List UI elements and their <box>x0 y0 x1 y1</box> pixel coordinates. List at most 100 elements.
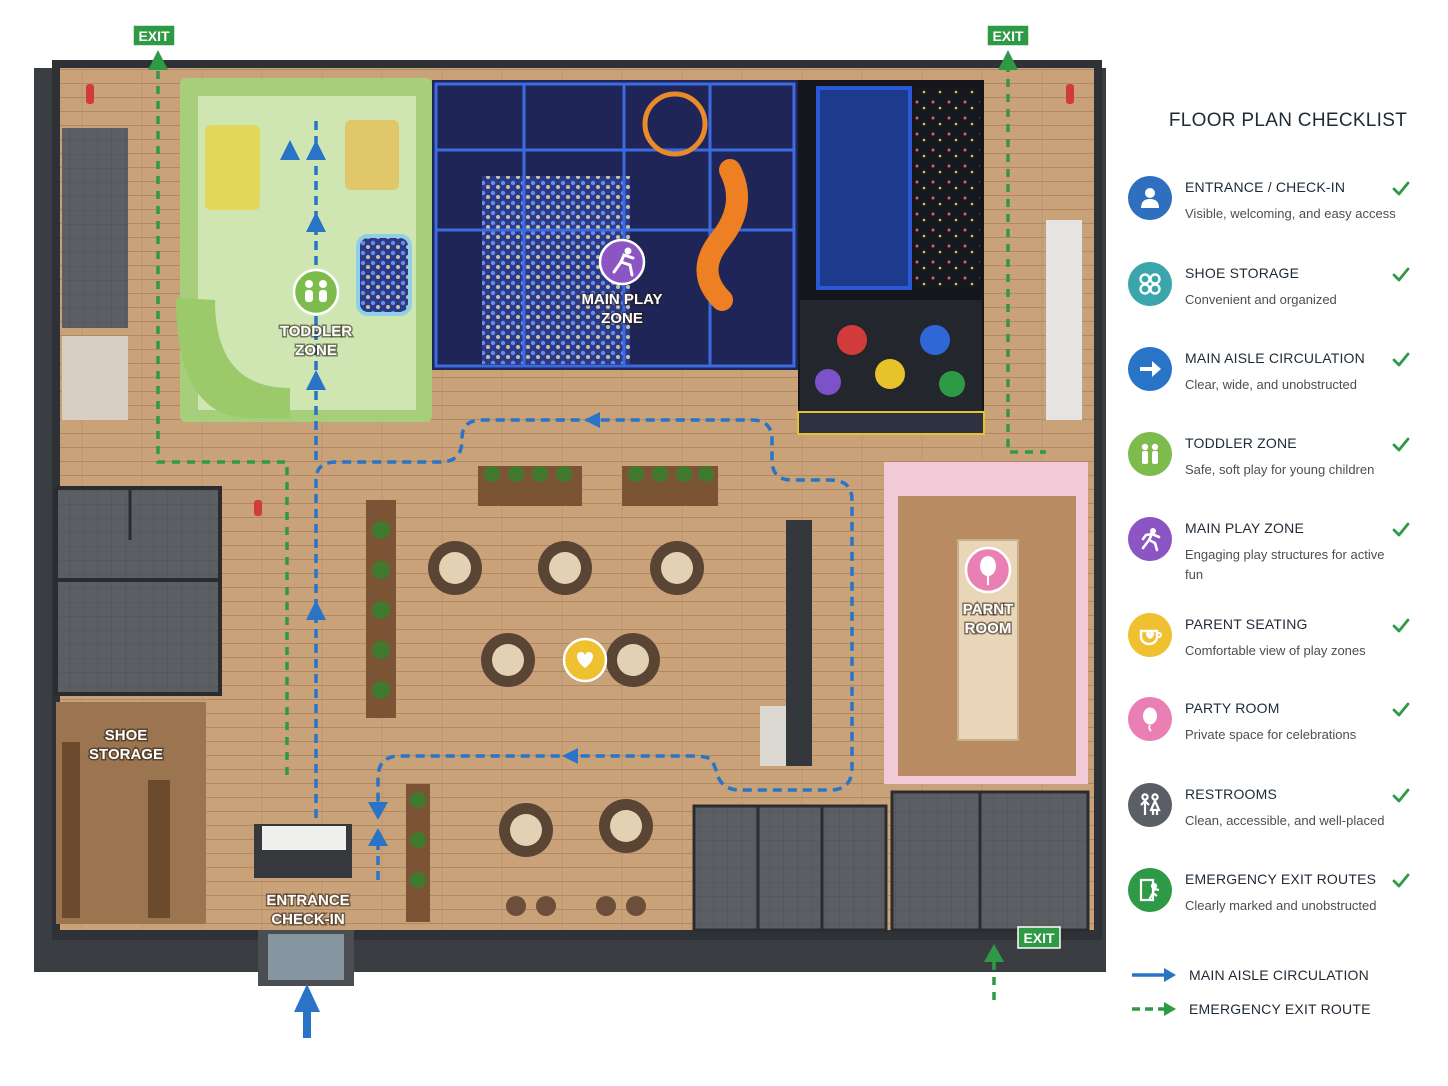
main-play-zone-badge-icon <box>598 238 646 286</box>
checklist-item: RESTROOMS Clean, accessible, and well-pla… <box>1128 783 1428 853</box>
shoe-storage-room <box>56 702 206 924</box>
restrooms-bottom <box>694 806 886 930</box>
legend-item: EMERGENCY EXIT ROUTE <box>1130 998 1430 1022</box>
bumper-car <box>837 325 867 355</box>
rope-net-ring <box>642 91 708 157</box>
arrow-right-icon <box>1128 347 1172 391</box>
emergency-exit-route <box>156 64 1046 1000</box>
legend-item: MAIN AISLE CIRCULATION <box>1130 964 1430 988</box>
checklist-item-description: Comfortable view of play zones <box>1185 643 1366 658</box>
checklist-item-name: EMERGENCY EXIT ROUTES <box>1185 871 1377 887</box>
floor-plan-checklist: FLOOR PLAN CHECKLIST ENTRANCE / CHECK-IN… <box>1120 0 1448 1086</box>
entrance-label: CHECK-IN <box>271 911 344 928</box>
checkmark-icon <box>1390 434 1412 456</box>
janitor-closet <box>62 336 128 420</box>
checkmark-icon <box>1390 519 1412 541</box>
checklist-item-description: Clean, accessible, and well-placed <box>1185 813 1385 828</box>
checklist-item-description: Clearly marked and unobstructed <box>1185 898 1377 913</box>
checklist-item-name: ENTRANCE / CHECK-IN <box>1185 179 1346 195</box>
checklist-item-name: TODDLER ZONE <box>1185 435 1297 451</box>
tube-slide <box>696 159 748 311</box>
checklist-item: SHOE STORAGE Convenient and organized <box>1128 262 1428 332</box>
entrance-label: ENTRANCE <box>266 892 349 909</box>
checkmark-icon <box>1390 785 1412 807</box>
floor-plan: TODDLER ZONE MAIN PLAY ZONE PARNT ROOM S… <box>34 24 1106 1038</box>
checklist-item-name: PARENT SEATING <box>1185 616 1308 632</box>
bumper-car <box>939 371 965 397</box>
snack-bar-end <box>760 706 786 766</box>
svg-text:EXIT: EXIT <box>1023 930 1055 946</box>
shoe-rack-icon <box>1128 262 1172 306</box>
svg-text:EXIT: EXIT <box>992 28 1024 44</box>
checkmark-icon <box>1390 178 1412 200</box>
checklist-item: TODDLER ZONE Safe, soft play for young ch… <box>1128 432 1428 502</box>
toddler-zone-badge-icon <box>292 268 340 316</box>
climbing-wall <box>914 88 980 288</box>
restroom-stalls-left-top <box>62 128 128 328</box>
dashed-arrow-icon <box>1132 1002 1176 1016</box>
snack-bar-counter <box>786 520 812 766</box>
shoe-storage-label: STORAGE <box>89 746 163 763</box>
toddler-slide <box>205 125 260 210</box>
checklist-item-name: RESTROOMS <box>1185 786 1278 802</box>
fire-extinguisher-icon <box>1066 84 1074 104</box>
legend-label: MAIN AISLE CIRCULATION <box>1189 967 1369 983</box>
checklist-item-description: Engaging play structures for active fun <box>1185 547 1385 582</box>
right-counter <box>1046 220 1082 420</box>
heart-cup-icon <box>1128 613 1172 657</box>
checklist-item: ENTRANCE / CHECK-IN Visible, welcoming, a… <box>1128 176 1428 246</box>
running-icon <box>1128 517 1172 561</box>
checklist-item-description: Visible, welcoming, and easy access <box>1185 206 1396 221</box>
toddler-playhouse <box>345 120 399 190</box>
parent-seating-tables <box>428 541 704 916</box>
fire-extinguisher-icon <box>254 500 262 516</box>
bumper-car <box>815 369 841 395</box>
checkmark-icon <box>1390 349 1412 371</box>
toddler-soft-wall <box>176 298 290 418</box>
shoe-rack-right <box>148 780 170 918</box>
exit-sign: EXIT <box>1017 926 1061 949</box>
shoe-storage-label: SHOE <box>105 727 148 744</box>
shoe-rack-left <box>62 742 80 918</box>
checklist-item-description: Private space for celebrations <box>1185 727 1357 742</box>
bumper-car <box>875 359 905 389</box>
exit-door-icon <box>1128 868 1172 912</box>
parent-seating-badge-icon <box>562 637 608 683</box>
checklist-item: MAIN AISLE CIRCULATION Clear, wide, and u… <box>1128 347 1428 417</box>
checklist-item-name: MAIN AISLE CIRCULATION <box>1185 350 1365 366</box>
main-play-zone-label: MAIN PLAY <box>581 291 662 308</box>
restrooms-bottom-right <box>892 792 1088 930</box>
checklist-item-name: PARTY ROOM <box>1185 700 1280 716</box>
checklist-item-description: Convenient and organized <box>1185 292 1337 307</box>
party-room-label: PARNT <box>963 601 1014 618</box>
restrooms-left <box>56 488 220 694</box>
toddler-zone-label: TODDLER <box>280 323 352 340</box>
main-play-zone-label: ZONE <box>601 310 643 327</box>
checkmark-icon <box>1390 615 1412 637</box>
checklist-item-description: Safe, soft play for young children <box>1185 462 1375 477</box>
checklist-item-name: MAIN PLAY ZONE <box>1185 520 1304 536</box>
checklist-item: PARTY ROOM Private space for celebrations <box>1128 697 1428 767</box>
toddler-ball-pit <box>356 234 412 316</box>
toddler-zone-label: ZONE <box>295 342 337 359</box>
exit-sign: EXIT <box>986 24 1030 47</box>
checkmark-icon <box>1390 699 1412 721</box>
checklist-title: FLOOR PLAN CHECKLIST <box>1168 110 1408 131</box>
checkmark-icon <box>1390 264 1412 286</box>
trampoline-court <box>816 86 912 290</box>
checklist-item: EMERGENCY EXIT ROUTES Clearly marked and … <box>1128 868 1428 938</box>
party-room-badge-icon <box>964 546 1012 594</box>
checklist-item-description: Clear, wide, and unobstructed <box>1185 377 1357 392</box>
checklist-item: MAIN PLAY ZONE Engaging play structures f… <box>1128 517 1428 587</box>
restroom-icon <box>1128 783 1172 827</box>
checklist-item-name: SHOE STORAGE <box>1185 265 1300 281</box>
solid-arrow-icon <box>1132 968 1176 982</box>
bumper-car <box>920 325 950 355</box>
balloon-icon <box>1128 697 1172 741</box>
children-icon <box>1128 432 1172 476</box>
checklist-item: PARENT SEATING Comfortable view of play z… <box>1128 613 1428 683</box>
fire-extinguisher-icon <box>86 84 94 104</box>
party-room-label: ROOM <box>965 620 1012 637</box>
legend-label: EMERGENCY EXIT ROUTE <box>1189 1001 1371 1017</box>
person-icon <box>1128 176 1172 220</box>
